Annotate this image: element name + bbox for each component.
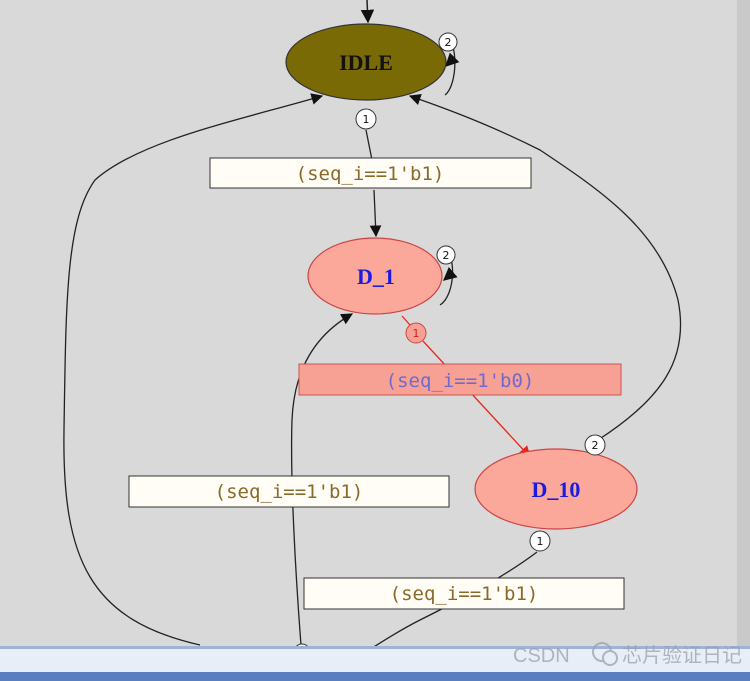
condition-text-d10-exit: (seq_i==1'b1)	[390, 583, 539, 605]
watermark-site: CSDN	[513, 645, 570, 667]
bottom-to-d1-edge	[290, 313, 354, 646]
condition-box-idle-to-d1: (seq_i==1'b1)	[209, 157, 532, 189]
state-d1-label: D_1	[357, 264, 395, 289]
svg-text:1: 1	[413, 327, 420, 340]
d10-exit-edge	[371, 551, 538, 649]
idle-to-d1-edge-upper	[365, 129, 373, 161]
watermark: CSDN 芯片验证日记	[513, 642, 742, 667]
state-idle[interactable]: IDLE	[285, 23, 447, 101]
right-margin-strip	[737, 0, 750, 646]
svg-text:2: 2	[443, 249, 450, 262]
priority-badge-d10-out: 1	[529, 530, 551, 552]
bottom-to-idle-edge	[63, 93, 324, 646]
condition-box-d10-exit: (seq_i==1'b1)	[303, 577, 625, 610]
state-d1[interactable]: D_1	[307, 237, 443, 315]
condition-text-left-loop: (seq_i==1'b1)	[215, 481, 364, 503]
svg-text:2: 2	[592, 439, 599, 452]
d1-to-d10-edge-upper	[401, 315, 411, 326]
svg-text:2: 2	[445, 36, 452, 49]
state-idle-label: IDLE	[339, 50, 393, 75]
d1-self-loop-arrow	[442, 266, 458, 281]
bottom-strip-border	[0, 646, 750, 649]
condition-text-idle-to-d1: (seq_i==1'b1)	[296, 163, 445, 185]
condition-box-left-loop: (seq_i==1'b1)	[128, 475, 450, 508]
idle-self-loop-arrow	[445, 52, 460, 67]
priority-badge-d1-out: 1	[405, 322, 427, 344]
priority-badge-idle-out: 1	[355, 108, 377, 130]
wechat-icon	[592, 642, 618, 666]
condition-text-d1-to-d10: (seq_i==1'b0)	[386, 370, 535, 392]
svg-text:1: 1	[363, 113, 370, 126]
priority-badge-idle-self: 2	[438, 32, 458, 52]
d10-to-idle-edge	[408, 93, 682, 441]
bottom-taskbar	[0, 672, 750, 681]
priority-badge-d1-self: 2	[436, 245, 456, 265]
entry-edge	[360, 0, 375, 24]
state-d10[interactable]: D_10	[474, 448, 638, 530]
priority-badge-d10-to-idle: 2	[584, 434, 606, 456]
state-d10-label: D_10	[532, 477, 581, 502]
idle-to-d1-edge-lower	[369, 189, 382, 238]
condition-box-d1-to-d10: (seq_i==1'b0)	[298, 363, 622, 396]
watermark-channel: 芯片验证日记	[622, 644, 742, 667]
svg-text:1: 1	[537, 535, 544, 548]
